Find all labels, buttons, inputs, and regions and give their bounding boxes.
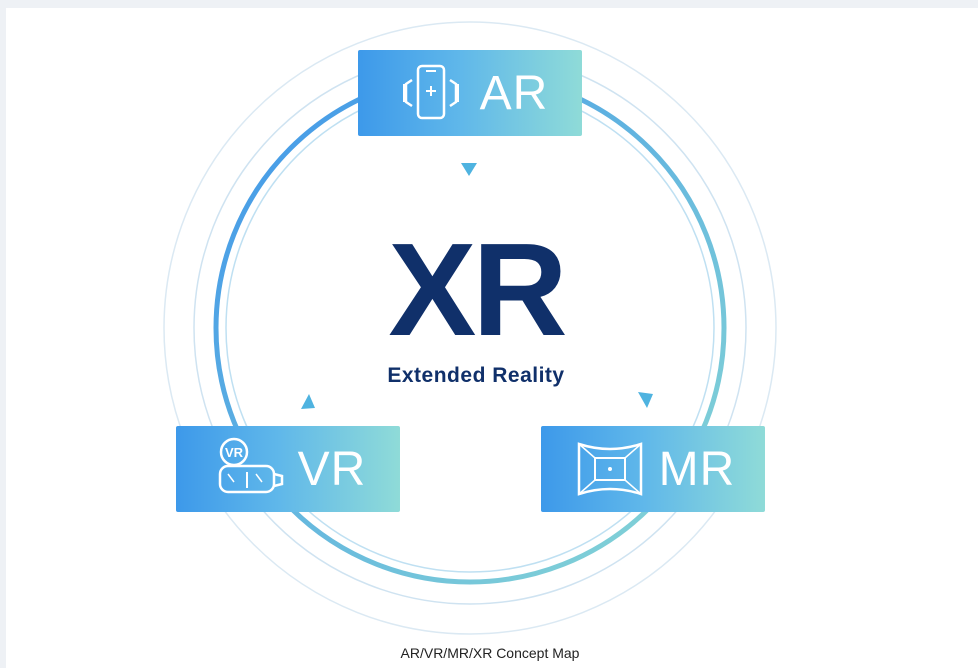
xr-title: XR (388, 216, 567, 363)
mr-label: MR (658, 442, 736, 496)
vr-label: VR (297, 442, 367, 496)
mr-node[interactable]: MR (541, 426, 765, 512)
vr-badge-text: VR (225, 445, 244, 460)
xr-subtitle: Extended Reality (387, 364, 565, 387)
vr-node[interactable]: VR VR (176, 426, 400, 512)
vr-headset-icon: VR (218, 437, 283, 494)
arrow-ar-down (461, 163, 477, 176)
diagram-canvas: XR Extended Reality AR VR VR (6, 8, 978, 668)
mr-frame-icon (577, 442, 642, 496)
outer-ring-faint (163, 21, 777, 635)
ar-node[interactable]: AR (358, 50, 582, 136)
phone-ar-icon (402, 64, 459, 120)
arrow-mr-down (638, 392, 653, 408)
ar-label: AR (479, 66, 549, 120)
arrow-vr-up (301, 394, 315, 409)
figure-caption: AR/VR/MR/XR Concept Map (400, 645, 580, 661)
